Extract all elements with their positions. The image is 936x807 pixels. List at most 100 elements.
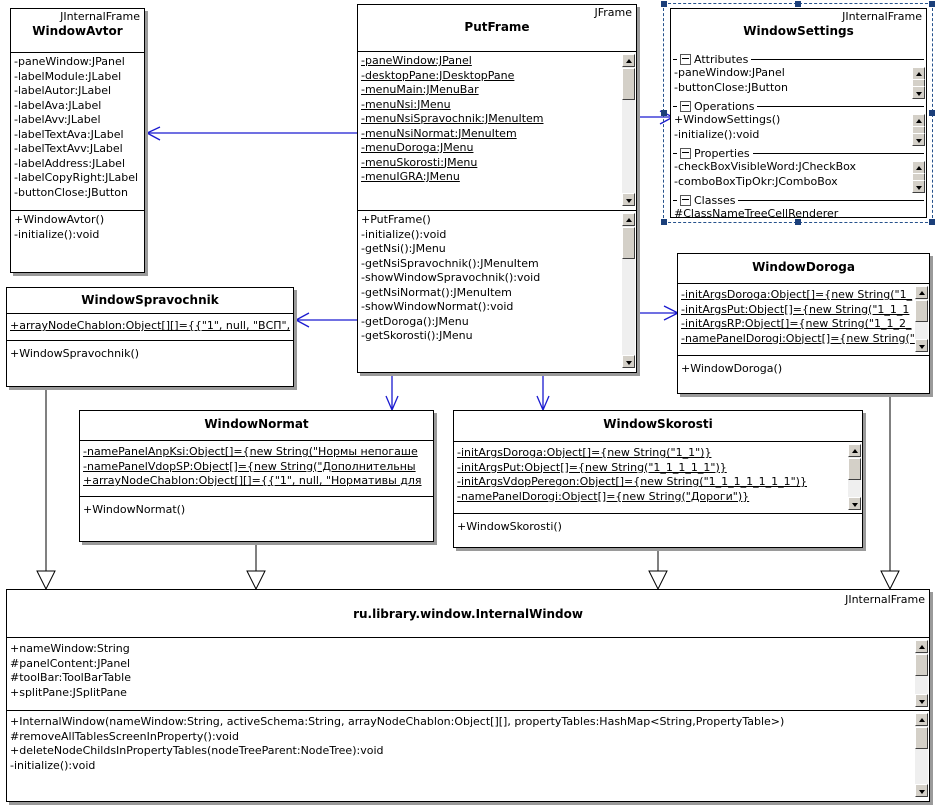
scroll-down-icon[interactable] [912,86,925,99]
class-box-windowsettings[interactable]: JInternalFrame WindowSettings Attributes… [670,8,927,218]
attribute-row: +arrayNodeChablon:Object[][]={{"1", null… [83,474,422,487]
attribute-row: -menuNsi:JMenu [361,97,451,111]
collapse-minus-icon[interactable] [680,54,691,65]
scroll-up-icon[interactable] [915,640,928,653]
attributes-scrollbar[interactable] [915,286,928,352]
attribute-row: -namePanelAnpKsi:Object[]={new String("Н… [83,445,418,458]
selection-frame-windowsettings[interactable] [661,1,935,225]
class-box-windowdoroga[interactable]: WindowDoroga -initArgsDoroga:Object[]={n… [677,253,930,394]
class-header: JFrame PutFrame [358,5,636,52]
selection-handle-sw[interactable] [661,219,667,225]
class-box-windowspravochnik[interactable]: WindowSpravochnik +arrayNodeChablon:Obje… [6,287,294,387]
class-header: JInternalFrame WindowSettings [671,9,926,53]
operation-row: +deleteNodeChildsInPropertyTables(nodeTr… [10,744,384,757]
attributes-compartment: -namePanelAnpKsi:Object[]={new String("Н… [80,441,433,497]
attribute-row: -menuDoroga:JMenu [361,141,474,154]
class-name: WindowNormat [204,417,309,431]
collapse-minus-icon[interactable] [680,101,691,112]
operations-scrollbar[interactable] [622,213,635,368]
selection-handle-n[interactable] [795,1,801,7]
group-rule-right [738,200,924,201]
scroll-up-icon[interactable] [848,444,861,457]
operations-compartment: +WindowNormat() [80,497,433,541]
class-header: JInternalFrame WindowAvtor [11,9,144,53]
scrollbar-thumb[interactable] [915,654,928,676]
attribute-row: +nameWindow:String [10,642,130,655]
class-box-internalwindow[interactable]: JInternalFrame ru.library.window.Interna… [6,589,930,802]
operations-scrollbar[interactable] [915,713,928,797]
operation-row: -showWindowNormat():void [361,300,514,313]
class-name: WindowAvtor [32,24,123,38]
attribute-row: -initArgsPut:Object[]={new String("1_1_1 [681,302,910,316]
attributes-scrollbar[interactable] [915,640,928,707]
attribute-row: -paneWindow:JPanel [14,55,125,68]
attribute-row: -menuMain:JMenuBar [361,83,479,96]
attributes-scrollbar[interactable] [848,444,861,510]
operation-row: +WindowAvtor() [14,213,105,226]
scroll-down-icon[interactable] [915,784,928,797]
property-row: -comboBoxTipOkr:JComboBox [674,174,838,188]
scroll-down-icon[interactable] [912,133,925,146]
scrollbar-thumb[interactable] [622,227,635,259]
scroll-down-icon[interactable] [622,193,635,206]
classes-compartment: #ClassNameTreeCellRenderer [671,207,926,217]
selection-handle-ne[interactable] [929,1,935,7]
selection-handle-nw[interactable] [661,1,667,7]
attributes-compartment: +arrayNodeChablon:Object[][]={{"1", null… [7,314,293,341]
collapse-minus-icon[interactable] [680,148,691,159]
assoc-putframe-windowskorosti [536,373,550,412]
attribute-row: -menuNsiNormat:JMenuItem [361,126,517,140]
class-box-putframe[interactable]: JFrame PutFrame -paneWindow:JPanel -desk… [357,4,637,373]
attribute-row: -namePanelDorogi:Object[]={new String("Д… [457,489,750,503]
group-header-operations[interactable]: Operations [671,100,926,113]
properties-scrollbar[interactable] [912,161,925,193]
attributes-scrollbar[interactable] [912,67,925,99]
attribute-row: -labelAva:JLabel [14,98,102,112]
operation-row: +InternalWindow(nameWindow:String, activ… [10,715,785,728]
class-header: WindowDoroga [678,254,929,284]
scrollbar-thumb[interactable] [848,458,861,480]
group-rule-left [673,153,677,154]
scrollbar-thumb[interactable] [915,727,928,749]
operations-compartment: +WindowDoroga() [678,356,929,393]
properties-compartment: -checkBoxVisibleWord:JCheckBox -comboBox… [671,160,926,194]
selection-handle-s[interactable] [795,219,801,225]
scroll-up-icon[interactable] [622,213,635,226]
attribute-row: -labelCopyRight:JLabel [14,171,139,184]
class-box-windowskorosti[interactable]: WindowSkorosti -initArgsDoroga:Object[]=… [453,410,863,548]
scroll-up-icon[interactable] [915,286,928,299]
operation-row: -getNsiNormat():JMenuItem [361,285,512,299]
attribute-row: -paneWindow:JPanel [361,54,472,67]
operation-row: +WindowSettings() [674,113,781,126]
assoc-putframe-windownormat [385,373,399,412]
attribute-row: -initArgsRP:Object[]={new String("1_1_2_ [681,317,912,330]
scroll-down-icon[interactable] [915,694,928,707]
scroll-up-icon[interactable] [915,713,928,726]
class-box-windownormat[interactable]: WindowNormat -namePanelAnpKsi:Object[]={… [79,410,434,542]
scrollbar-thumb[interactable] [622,68,635,100]
group-header-attributes[interactable]: Attributes [671,53,926,66]
group-header-classes[interactable]: Classes [671,194,926,207]
scroll-down-icon[interactable] [912,180,925,193]
scroll-down-icon[interactable] [848,497,861,510]
collapse-minus-icon[interactable] [680,195,691,206]
group-label: Classes [694,194,736,207]
scroll-down-icon[interactable] [915,339,928,352]
selection-handle-e[interactable] [929,110,935,116]
selection-handle-w[interactable] [661,110,667,116]
scroll-down-icon[interactable] [622,355,635,368]
group-header-properties[interactable]: Properties [671,147,926,160]
group-label: Operations [694,100,755,113]
attribute-row: -labelAvv:JLabel [14,113,101,126]
class-box-windowavtor[interactable]: JInternalFrame WindowAvtor -paneWindow:J… [10,8,145,273]
attributes-compartment: -paneWindow:JPanel -desktopPane:JDesktop… [358,52,636,211]
attributes-compartment: -paneWindow:JPanel -labelModule:JLabel -… [11,53,144,211]
attribute-row: -desktopPane:JDesktopPane [361,68,515,82]
operations-scrollbar[interactable] [912,114,925,146]
attributes-scrollbar[interactable] [622,54,635,206]
scrollbar-thumb[interactable] [915,300,928,322]
selection-handle-se[interactable] [929,219,935,225]
scroll-up-icon[interactable] [622,54,635,67]
operation-row: -initialize():void [361,227,447,241]
